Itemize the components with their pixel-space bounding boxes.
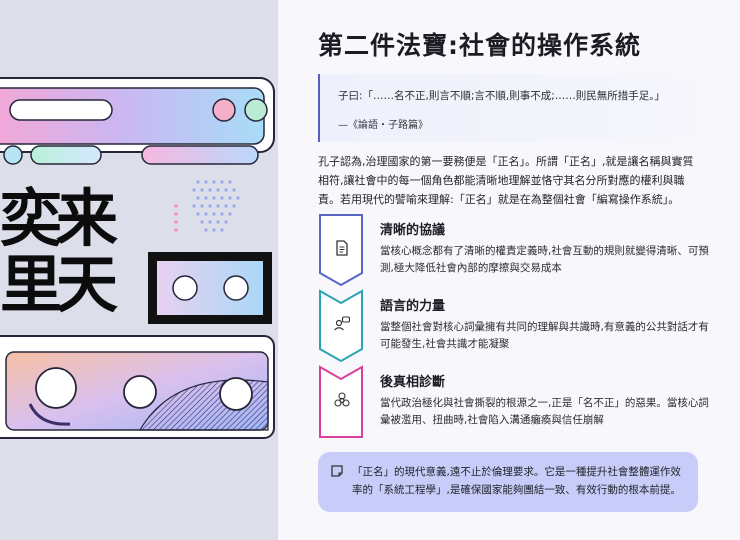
point-body: 當核心概念都有了清晰的權責定義時,社會互動的規則就變得清晰、可預測,極大降低社會… <box>380 245 709 274</box>
biohazard-icon <box>334 392 350 407</box>
glyph-row-2: 里天 <box>0 248 118 321</box>
glyph-row-1: 奕来 <box>0 182 118 255</box>
quote-block: 子曰:「……名不正,則言不順;言不順,則事不成;……則民無所措手足。」 —《論語… <box>318 74 700 142</box>
illustration-panel: 奕来 里天 <box>0 0 278 540</box>
illustration-art <box>0 77 275 439</box>
point-power-of-language: 語言的力量 當整個社會對核心詞彙擁有共同的理解與共識時,有意義的公共對話才有可能… <box>318 289 709 363</box>
document-icon <box>336 240 348 256</box>
conversation-icon <box>334 316 351 331</box>
note-icon <box>331 465 343 477</box>
quote-source: —《論語・子路篇》 <box>338 120 428 131</box>
intro-paragraph: 孔子認為,治理國家的第一要務便是「正名」。所謂「正名」,就是讓名稱與實質相符,讓… <box>318 155 694 206</box>
decorative-glyphs: 奕来 里天 <box>0 186 150 326</box>
point-clear-protocol: 清晰的協議 當核心概念都有了清晰的權責定義時,社會互動的規則就變得清晰、可預測,… <box>318 213 709 287</box>
point-heading: 清晰的協議 <box>380 223 446 238</box>
slide-title: 第二件法寶:社會的操作系統 <box>318 31 641 60</box>
point-badge <box>318 289 364 363</box>
point-heading: 語言的力量 <box>380 299 446 314</box>
quote-text: 子曰:「……名不正,則言不順;言不順,則事不成;……則民無所措手足。」 <box>338 90 666 102</box>
point-body: 當代政治極化與社會撕裂的根源之一,正是「名不正」的惡果。當核心詞彙被濫用、扭曲時… <box>380 397 709 426</box>
conclusion-callout: 「正名」的現代意義,遠不止於倫理要求。它是一種提升社會整體運作效率的「系統工程學… <box>318 452 698 512</box>
point-post-truth-diagnosis: 後真相診斷 當代政治極化與社會撕裂的根源之一,正是「名不正」的惡果。當核心詞彙被… <box>318 365 709 439</box>
point-badge <box>318 213 364 287</box>
point-heading: 後真相診斷 <box>380 375 446 390</box>
point-body: 當整個社會對核心詞彙擁有共同的理解與共識時,有意義的公共對話才有可能發生,社會共… <box>380 321 709 350</box>
point-badge <box>318 365 364 439</box>
conclusion-text: 「正名」的現代意義,遠不止於倫理要求。它是一種提升社會整體運作效率的「系統工程學… <box>352 466 681 496</box>
